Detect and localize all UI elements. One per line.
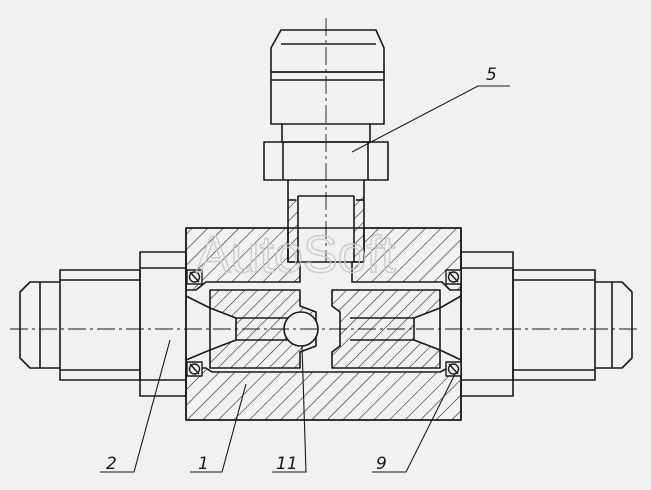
callout-2: 2 <box>106 454 117 474</box>
leader-1 <box>190 383 247 473</box>
watermark: AutoSoft <box>196 226 396 284</box>
leader-9 <box>372 373 456 473</box>
left-fitting <box>19 251 211 397</box>
leader-5 <box>351 85 510 153</box>
callout-9: 9 <box>376 454 387 474</box>
o-rings <box>186 269 462 377</box>
callout-5: 5 <box>486 65 497 85</box>
callout-1: 1 <box>198 454 209 474</box>
right-fitting <box>439 251 633 397</box>
leader-2 <box>100 339 171 473</box>
callout-11: 11 <box>276 454 298 474</box>
leader-11 <box>272 345 307 473</box>
